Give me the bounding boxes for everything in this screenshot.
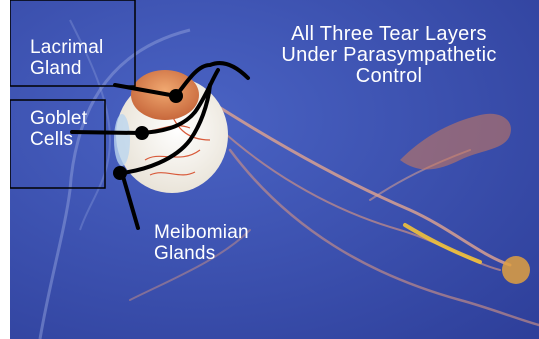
meibomian-label-line1: Meibomian [154, 222, 249, 243]
cornea [114, 114, 130, 166]
title-line3: Control [244, 66, 534, 87]
title-line1: All Three Tear Layers [244, 24, 534, 45]
lacrimal-label-line1: Lacrimal [30, 37, 103, 58]
goblet-label-line2: Cells [30, 129, 87, 150]
page-title: All Three Tear Layers Under Parasympathe… [244, 24, 534, 87]
lacrimal-gland-label: Lacrimal Gland [30, 37, 103, 79]
goblet-cells-label: Goblet Cells [30, 108, 87, 150]
meibomian-glands-label: Meibomian Glands [154, 222, 249, 264]
lacrimal-label-line2: Gland [30, 58, 103, 79]
diagram-frame: Lacrimal Gland Goblet Cells Meibomian Gl… [10, 0, 539, 339]
goblet-label-line1: Goblet [30, 108, 87, 129]
ganglion-node [502, 256, 530, 284]
meibomian-label-line2: Glands [154, 243, 249, 264]
title-line2: Under Parasympathetic [244, 45, 534, 66]
